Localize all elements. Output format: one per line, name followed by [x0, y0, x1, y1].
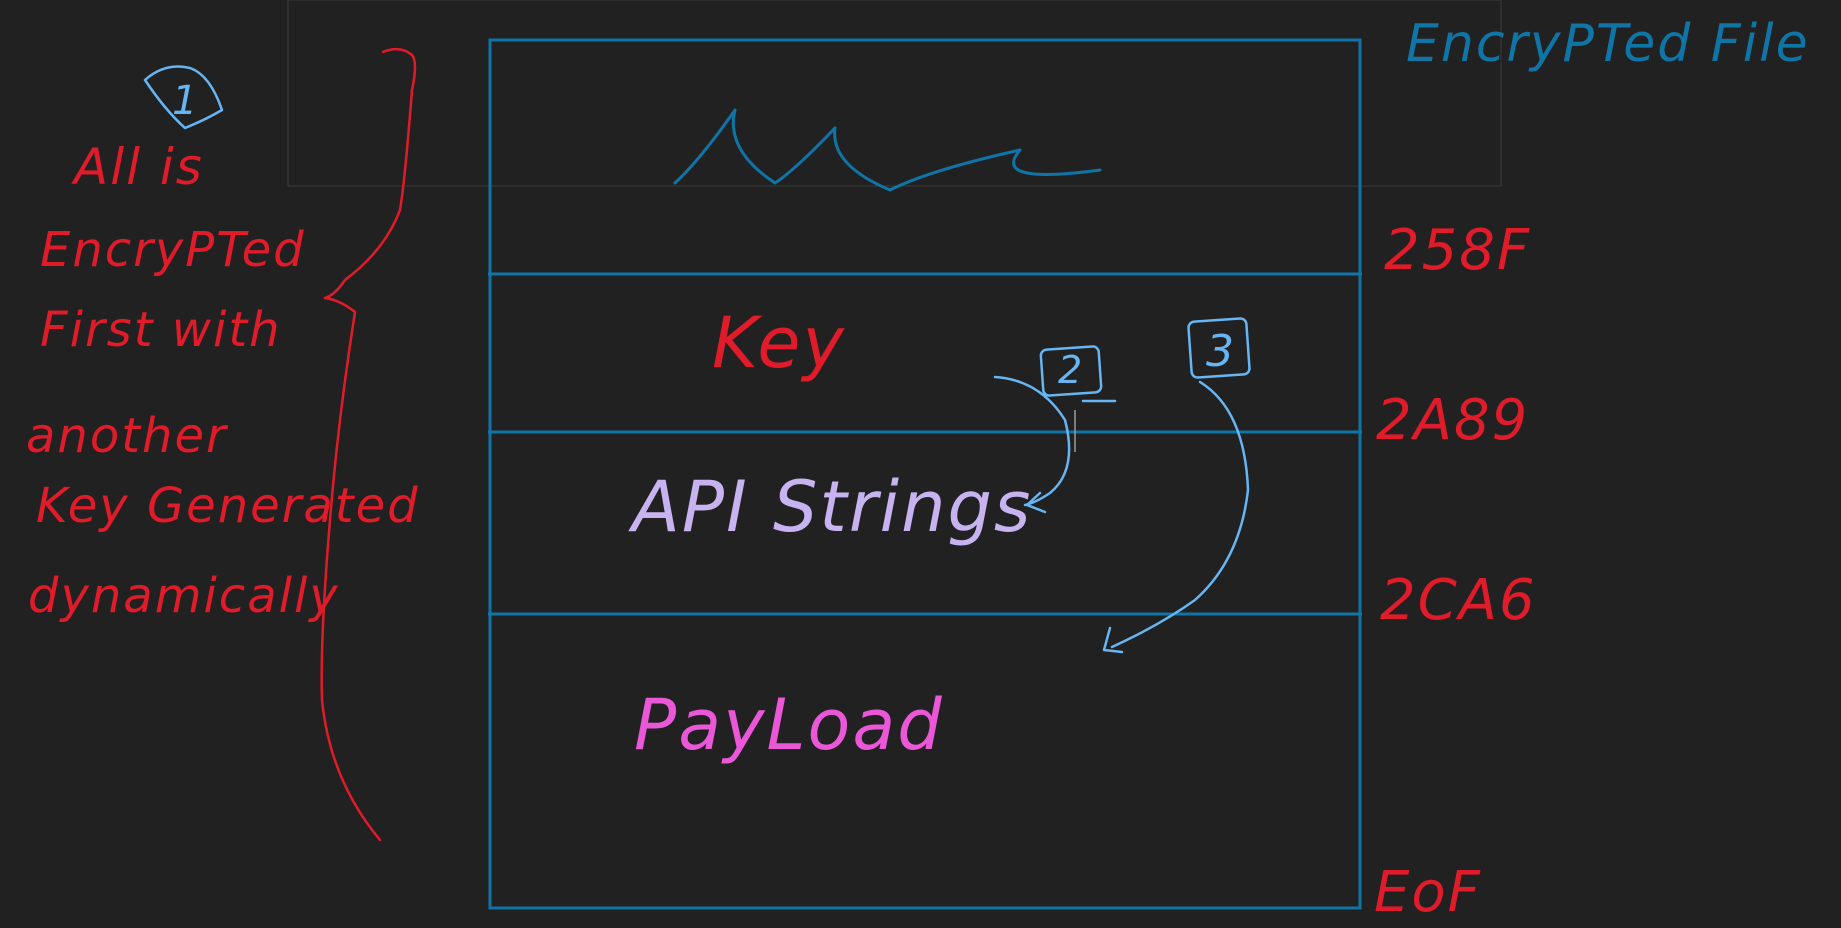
section-label-key: Key	[712, 302, 846, 384]
offset-2ca6: 2CA6	[1380, 568, 1537, 633]
offset-258f: 258F	[1384, 218, 1532, 283]
note-line-3: First with	[40, 302, 282, 358]
step-3-arrow	[1110, 380, 1250, 649]
offset-2a89: 2A89	[1376, 388, 1530, 453]
step-3-box	[1187, 317, 1251, 379]
diagram-title: EncryPTed File	[1406, 14, 1810, 74]
note-line-4: another	[26, 408, 228, 464]
section-label-payload: PayLoad	[634, 684, 944, 766]
step-2-number: 2	[1058, 348, 1085, 392]
file-box	[488, 38, 1362, 910]
step-2-arrow	[993, 375, 1071, 507]
step-1-number: 1	[172, 78, 200, 124]
note-line-2: EncryPTed	[40, 222, 306, 278]
step-2-box	[1039, 345, 1103, 397]
step-2-arrowhead	[1025, 491, 1047, 514]
section-label-api-strings: API Strings	[632, 466, 1033, 548]
step-3-arrowhead	[1102, 626, 1124, 654]
offset-eof: EoF	[1374, 860, 1482, 925]
curly-brace	[320, 47, 417, 842]
step-3-number: 3	[1206, 326, 1236, 377]
step-1-box	[143, 65, 224, 130]
note-line-5: Key Generated	[36, 478, 420, 534]
encrypted-squiggle	[673, 108, 1102, 192]
note-line-1: All is	[74, 138, 204, 196]
note-line-6: dynamically	[28, 568, 340, 624]
selection-box	[287, 0, 1502, 187]
